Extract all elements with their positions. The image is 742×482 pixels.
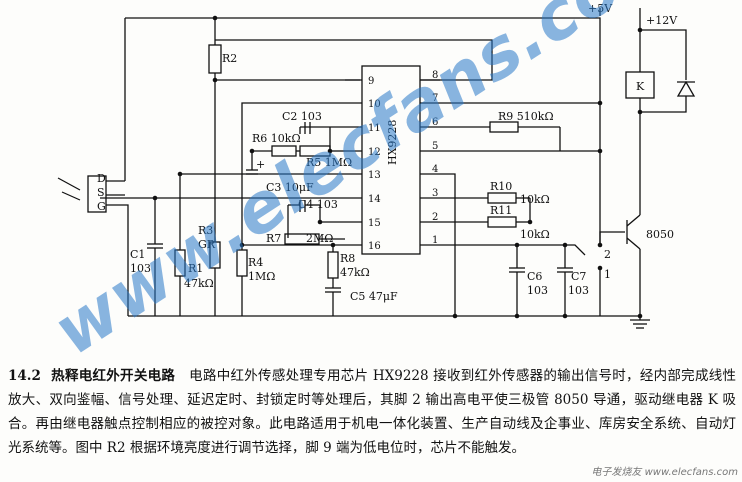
label-c1: C1 [130, 248, 145, 261]
pin-12: 12 [368, 147, 381, 158]
label-plus5v: +5V [588, 2, 613, 15]
label-r1: R1 [188, 262, 203, 275]
label-r9: R9 510kΩ [498, 110, 554, 123]
label-c7: C7 [571, 270, 586, 283]
label-plus12v: +12V [646, 14, 678, 27]
pin-14: 14 [368, 194, 381, 205]
label-transistor: 8050 [646, 228, 674, 241]
caption-number: 14.2 [8, 368, 41, 384]
pin-13: 13 [368, 170, 381, 181]
label-c6: C6 [527, 270, 542, 283]
label-r2: R2 [222, 52, 237, 65]
label-c5: C5 47μF [350, 290, 398, 303]
label-c3: C3 10μF [266, 181, 314, 194]
label-r4: R4 [248, 256, 263, 269]
pin-11: 11 [368, 123, 381, 134]
circuit-schematic: R2 C2 103 R6 10kΩ R5 1MΩ C3 10μF + C4 10… [57, 2, 696, 329]
label-c6-value: 103 [527, 284, 548, 297]
pin-6: 6 [432, 117, 438, 128]
label-c1-value: 103 [130, 262, 151, 275]
label-r6: R6 10kΩ [252, 132, 301, 145]
label-sensor-s: S [97, 186, 105, 199]
label-c7-value: 103 [568, 284, 589, 297]
label-r8: R8 [340, 252, 355, 265]
label-sensor-d: D [97, 172, 106, 185]
label-r8-value: 47kΩ [340, 266, 370, 279]
corner-watermark: 电子发烧友 www.elecfans.com [591, 467, 738, 478]
label-switch-1: 1 [604, 268, 611, 281]
label-c4: C4 103 [298, 198, 338, 211]
pin-2: 2 [432, 212, 438, 223]
label-relay-k: K [636, 80, 645, 93]
label-r3-type: GR [198, 238, 216, 251]
infrared-light-icon [57, 177, 81, 201]
label-sensor-g: G [97, 200, 106, 213]
caption-body: 电路中红外传感处理专用芯片 HX9228 接收到红外传感器的输出信号时，经内部完… [8, 368, 736, 456]
pin-8: 8 [432, 70, 438, 81]
chip-name: HX9228 [386, 120, 399, 165]
pin-7: 7 [432, 93, 438, 104]
label-r10-value: 10kΩ [520, 193, 550, 206]
label-c2: C2 103 [282, 110, 322, 123]
pin-4: 4 [432, 164, 438, 175]
caption: 14.2 热释电红外开关电路电路中红外传感处理专用芯片 HX9228 接收到红外传… [8, 364, 736, 460]
label-r5: R5 1MΩ [306, 156, 352, 169]
pin-5: 5 [432, 141, 438, 152]
label-r1-value: 47kΩ [184, 277, 214, 290]
label-r7-value: 2MΩ [306, 232, 333, 245]
label-r11-value: 10kΩ [520, 228, 550, 241]
pin-15: 15 [368, 218, 381, 229]
label-r10-name: R10 [490, 180, 512, 193]
pin-3: 3 [432, 188, 438, 199]
pin-1: 1 [432, 235, 438, 246]
label-switch-2: 2 [604, 248, 611, 261]
label-r3: R3 [198, 224, 213, 237]
label-c3-plus: + [256, 158, 265, 171]
label-r4-value: 1MΩ [248, 270, 275, 283]
pin-9: 9 [368, 76, 374, 87]
pin-16: 16 [368, 241, 381, 252]
label-r11-name: R11 [490, 204, 512, 217]
label-r7: R7 [266, 232, 281, 245]
pin-10: 10 [368, 99, 381, 110]
caption-title: 热释电红外开关电路 [50, 368, 176, 384]
